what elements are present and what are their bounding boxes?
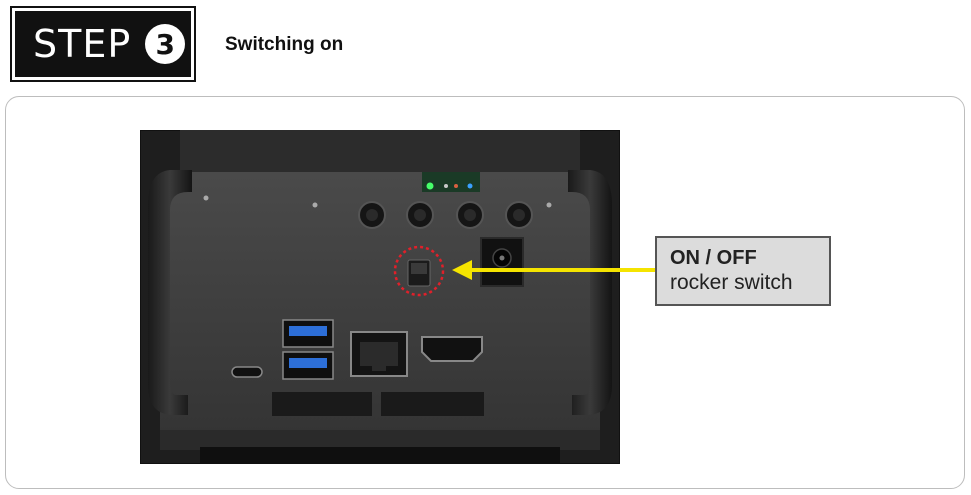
step-badge: STEP 3 xyxy=(10,6,196,82)
led-board xyxy=(422,172,480,192)
round-buttons xyxy=(358,201,533,229)
handle-left xyxy=(148,170,192,415)
callout-arrow-ext xyxy=(610,268,656,272)
switch-highlight-circle xyxy=(393,245,445,297)
section-title: Switching on xyxy=(225,34,344,55)
usb-c-port xyxy=(231,366,263,378)
vent-right xyxy=(381,392,484,416)
device-photo xyxy=(140,130,620,464)
vent-left xyxy=(272,392,372,416)
handle-right xyxy=(568,170,612,415)
callout-arrow-head xyxy=(452,260,472,280)
hdmi-port xyxy=(421,336,483,362)
led-green xyxy=(426,182,434,190)
step-badge-inner: STEP 3 xyxy=(15,11,191,77)
callout-line2: rocker switch xyxy=(670,271,793,294)
step-label: STEP xyxy=(33,22,132,66)
step-number: 3 xyxy=(145,24,186,64)
callout-line1: ON / OFF xyxy=(670,247,757,269)
led-blue xyxy=(467,183,473,189)
switch-callout: ON / OFF rocker switch xyxy=(655,236,831,306)
